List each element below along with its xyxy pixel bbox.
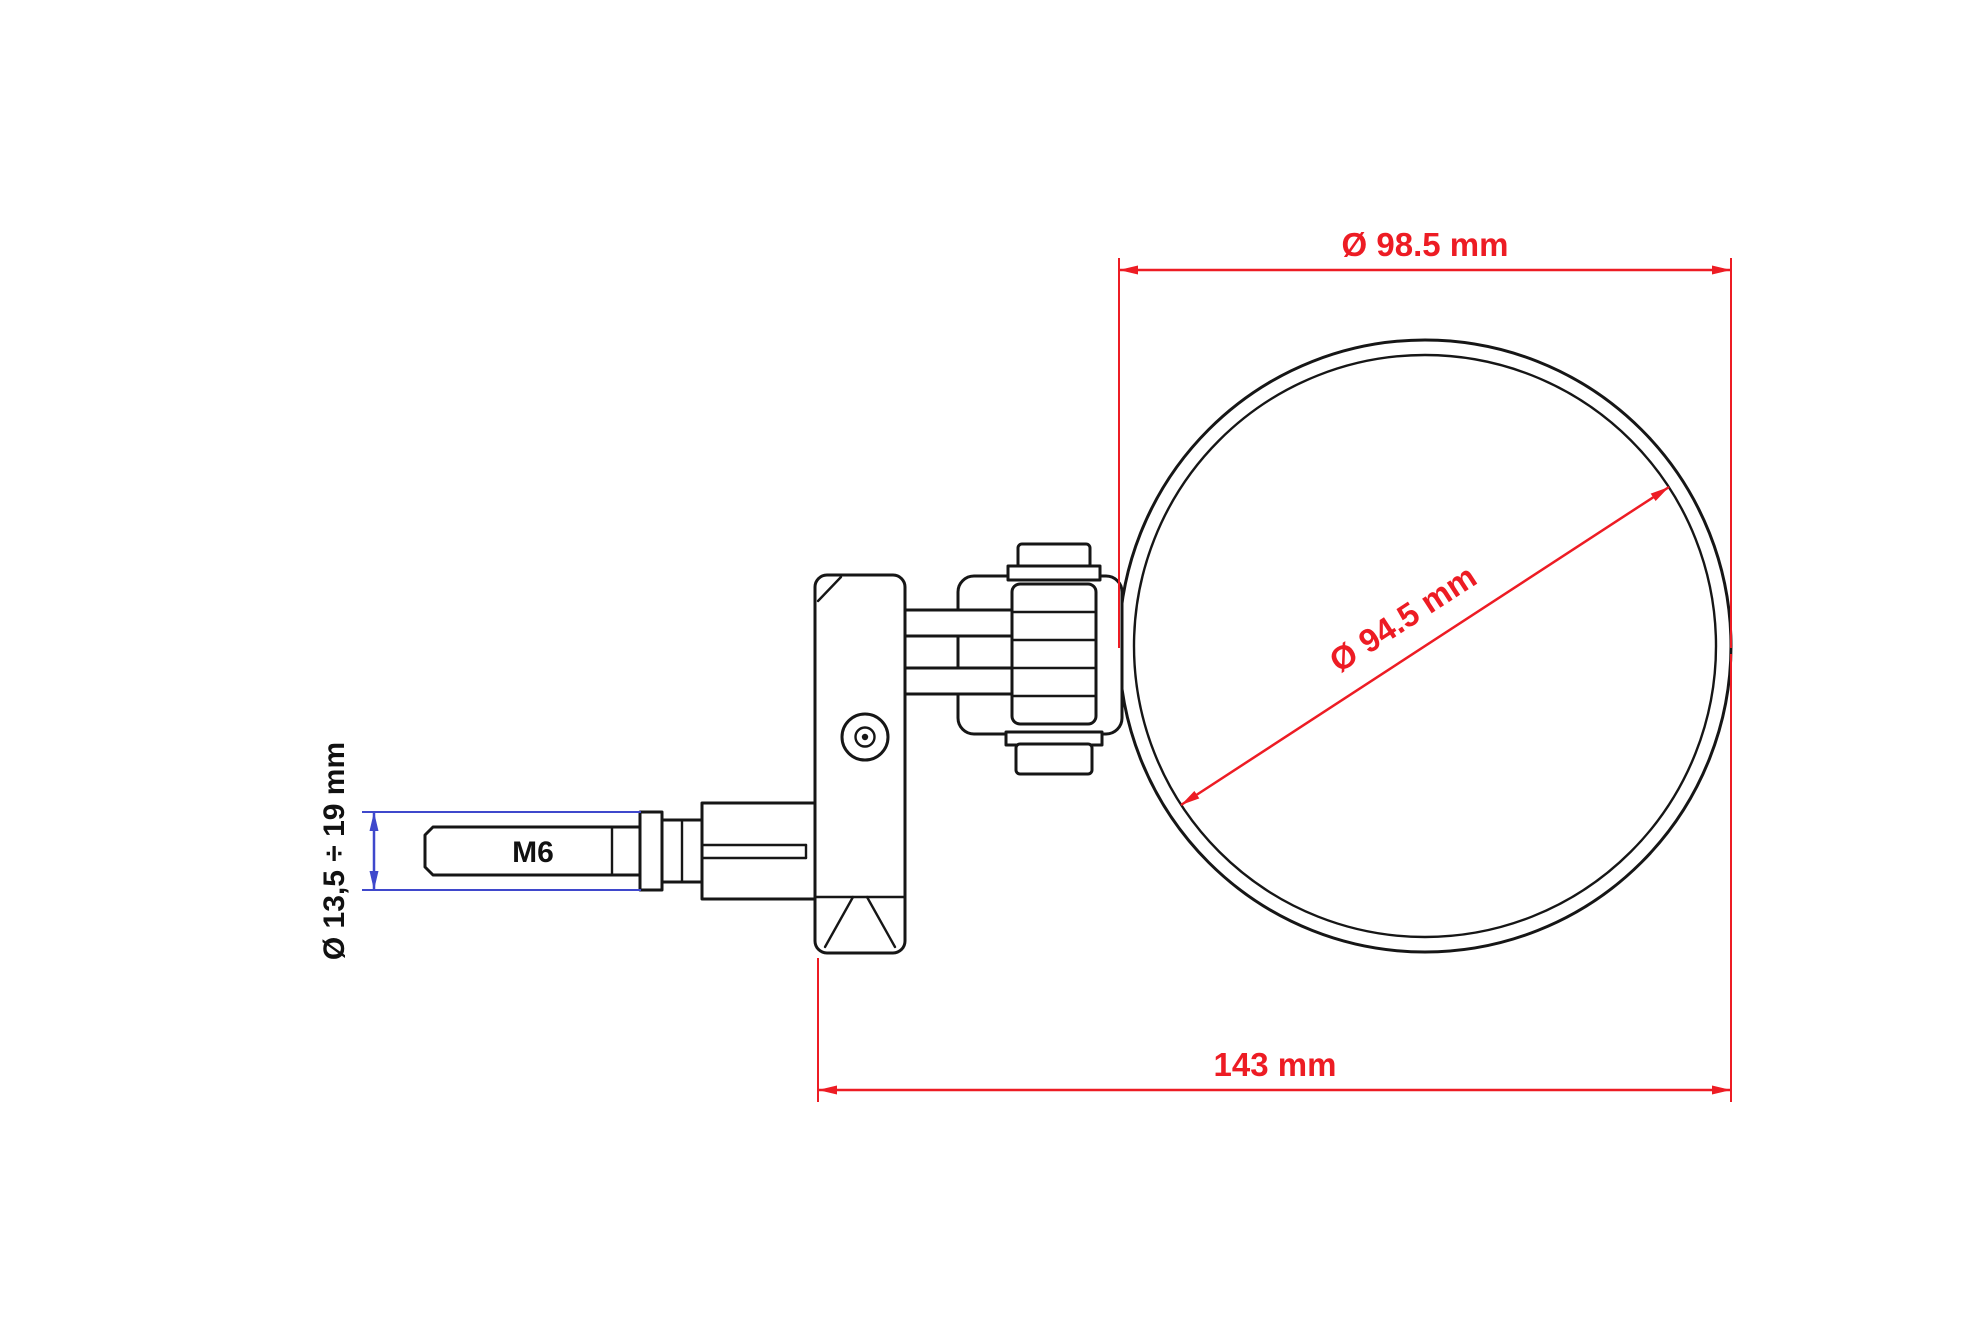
dimension-label-overall-length: 143 mm — [1214, 1046, 1337, 1083]
mount-body — [813, 573, 907, 955]
pivot-bolt-flange — [1006, 564, 1102, 582]
pivot-nut — [1014, 742, 1094, 776]
fork-arm-bottom — [901, 666, 1020, 696]
body-top-chamfer — [816, 575, 843, 603]
hinge-pin-stack — [1010, 582, 1098, 726]
body-cone-right — [865, 895, 897, 949]
fork-arm-top — [901, 608, 1020, 638]
m6-bolt-shaft — [423, 825, 642, 877]
dimension-label-stem-clamp-range: Ø 13,5 ÷ 19 mm — [318, 742, 351, 960]
pivot-joint — [901, 542, 1124, 776]
mirror-glass-outline — [1132, 353, 1718, 939]
thread-label: M6 — [512, 836, 554, 869]
dimension-outer-diameter: Ø 98.5 mm — [1118, 226, 1732, 648]
washer — [638, 810, 664, 892]
dimension-label-outer-diameter: Ø 98.5 mm — [1342, 226, 1509, 263]
expander-sleeve — [700, 801, 834, 901]
body-cone-left — [823, 895, 855, 949]
socket-screw-hex — [854, 726, 876, 748]
dimension-overall-length: 143 mm — [817, 654, 1732, 1102]
socket-screw-center — [861, 733, 869, 741]
pivot-bolt-head — [1016, 542, 1092, 570]
handlebar-stem: M6 — [423, 801, 834, 901]
dimension-line-diagonal — [1180, 485, 1670, 807]
dimension-stem-clamp-range: Ø 13,5 ÷ 19 mm — [318, 742, 641, 960]
body-block — [813, 573, 907, 955]
